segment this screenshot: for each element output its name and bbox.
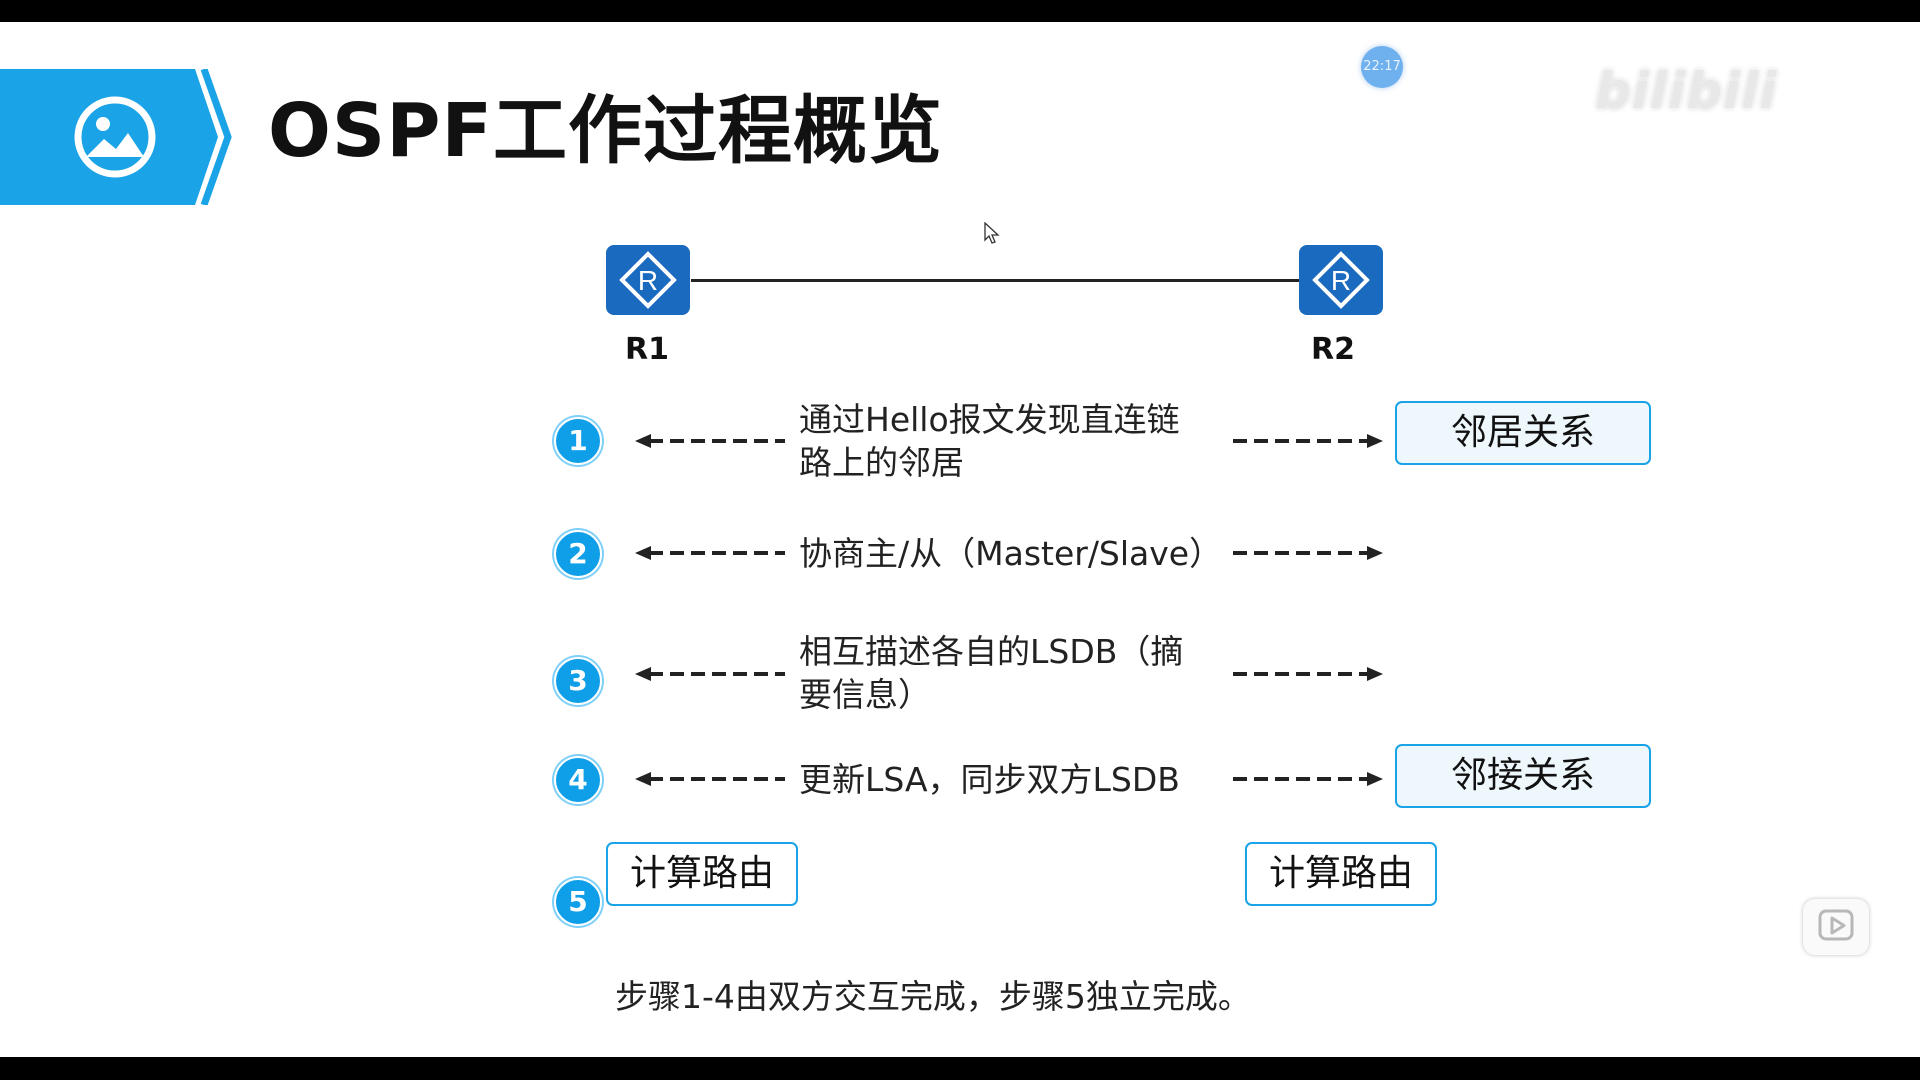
step-2-badge: 2 — [554, 530, 602, 578]
step-1-badge: 1 — [554, 417, 602, 465]
step-1-text-line-1: 通过Hello报文发现直连链 — [799, 400, 1180, 439]
step-3-left-arrow — [635, 666, 785, 682]
step-3-badge: 3 — [554, 657, 602, 705]
router-r1-icon: R — [605, 244, 691, 316]
router-r1-symbol: R — [638, 265, 658, 296]
slide: OSPF工作过程概览 22:17 bilibili R R1 R R2 1 通过… — [0, 22, 1920, 1057]
cursor-icon — [984, 222, 1000, 244]
watermark-logo: bilibili — [1595, 62, 1778, 120]
step-2-text: 协商主/从（Master/Slave） — [799, 534, 1223, 573]
step-1-right-arrow — [1233, 433, 1383, 449]
step-2-right-arrow — [1233, 545, 1383, 561]
calc-route-box-r2: 计算路由 — [1245, 842, 1437, 906]
step-1-left-arrow — [635, 433, 785, 449]
step-2-left-arrow — [635, 545, 785, 561]
step-3-text-line-2: 要信息） — [799, 675, 931, 714]
step-1-text-line-2: 路上的邻居 — [799, 443, 964, 482]
step-3-text-line-1: 相互描述各自的LSDB（摘 — [799, 632, 1184, 671]
step-4-left-arrow — [635, 771, 785, 787]
router-r2-label: R2 — [1311, 332, 1355, 367]
link-line — [691, 279, 1299, 282]
page-title: OSPF工作过程概览 — [268, 88, 943, 174]
title-banner — [0, 69, 240, 205]
step-5-badge: 5 — [554, 878, 602, 926]
clock-badge: 22:17 — [1361, 46, 1403, 88]
step-4-text: 更新LSA，同步双方LSDB — [799, 760, 1180, 799]
step-4-right-arrow — [1233, 771, 1383, 787]
router-r1-label: R1 — [625, 332, 669, 367]
footnote: 步骤1-4由双方交互完成，步骤5独立完成。 — [615, 977, 1251, 1016]
neighbor-relation-box: 邻居关系 — [1395, 401, 1651, 465]
calc-route-box-r1: 计算路由 — [606, 842, 798, 906]
router-r2-icon: R — [1298, 244, 1384, 316]
play-icon[interactable] — [1803, 899, 1869, 955]
step-4-badge: 4 — [554, 756, 602, 804]
step-3-text: 相互描述各自的LSDB（摘 要信息） — [799, 630, 1183, 716]
step-1-text: 通过Hello报文发现直连链 路上的邻居 — [799, 398, 1180, 484]
router-r2-symbol: R — [1331, 265, 1351, 296]
step-3-right-arrow — [1233, 666, 1383, 682]
image-icon — [74, 96, 156, 178]
adjacency-relation-box: 邻接关系 — [1395, 744, 1651, 808]
